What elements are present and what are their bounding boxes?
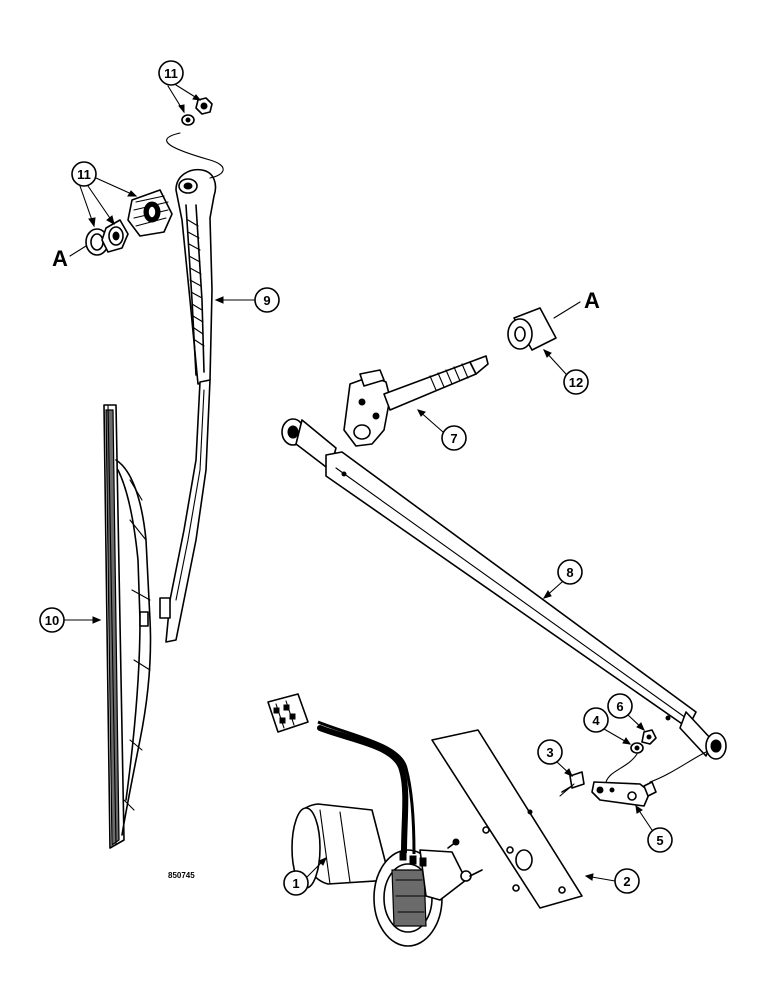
callout-3-label: 3 — [546, 745, 553, 760]
callout-4-label: 4 — [592, 713, 600, 728]
ref-a-right: A — [553, 288, 600, 319]
callout-11-top: 11 — [158, 60, 202, 114]
mounting-plate-drawing — [431, 729, 583, 909]
wiper-arm-drawing — [159, 132, 224, 643]
nut-washer-11-top — [181, 97, 213, 126]
seal-nut-washer-11 — [85, 189, 173, 256]
callout-10: 10 — [39, 607, 102, 633]
callout-1: 1 — [283, 857, 327, 896]
callout-8-label: 8 — [566, 565, 573, 580]
callout-11-left: 11 — [71, 161, 138, 228]
crank-hardware-drawing — [559, 729, 707, 807]
ref-letter-a-right: A — [584, 288, 600, 313]
callout-5: 5 — [635, 804, 673, 853]
callout-6-label: 6 — [616, 699, 623, 714]
callout-3: 3 — [537, 739, 573, 777]
callout-2-label: 2 — [623, 874, 630, 889]
callout-12: 12 — [543, 349, 589, 395]
link-drawing — [281, 418, 727, 760]
pivot-shaft-drawing — [343, 355, 489, 447]
wiper-blade-drawing — [103, 404, 152, 849]
callout-11-left-label: 11 — [77, 167, 91, 182]
callout-4: 4 — [583, 707, 632, 745]
callout-7: 7 — [417, 409, 467, 451]
callout-7-label: 7 — [450, 431, 457, 446]
callout-12-label: 12 — [569, 375, 583, 390]
callout-2: 2 — [584, 868, 640, 894]
figure-number: 850745 — [168, 871, 195, 880]
callout-9: 9 — [214, 287, 280, 313]
spacer-drawing — [507, 307, 557, 351]
callout-8: 8 — [542, 559, 583, 599]
ref-a-left: A — [52, 245, 87, 271]
callout-11-top-label: 11 — [164, 66, 178, 81]
callout-6: 6 — [607, 693, 645, 731]
callout-10-label: 10 — [45, 613, 59, 628]
ref-letter-a-left: A — [52, 246, 68, 271]
wiper-motor-drawing — [267, 693, 483, 947]
callout-5-label: 5 — [656, 833, 663, 848]
callout-1-label: 1 — [292, 876, 299, 891]
callout-9-label: 9 — [263, 293, 270, 308]
